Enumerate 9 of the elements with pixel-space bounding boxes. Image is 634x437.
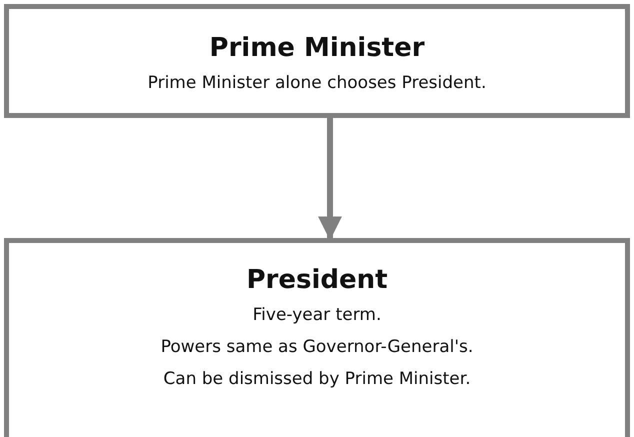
text-box bbox=[4, 238, 630, 437]
box-text: Can be dismissed by Prime Minister. bbox=[163, 368, 471, 391]
box-heading: Prime Minister bbox=[209, 33, 425, 63]
arrow bbox=[318, 118, 342, 240]
text-box bbox=[4, 4, 630, 118]
box-text: Powers same as Governor-General's. bbox=[160, 336, 474, 359]
box-text: Five-year term. bbox=[252, 304, 382, 327]
box-text: Prime Minister alone chooses President. bbox=[148, 72, 486, 95]
box-heading: President bbox=[246, 265, 388, 295]
